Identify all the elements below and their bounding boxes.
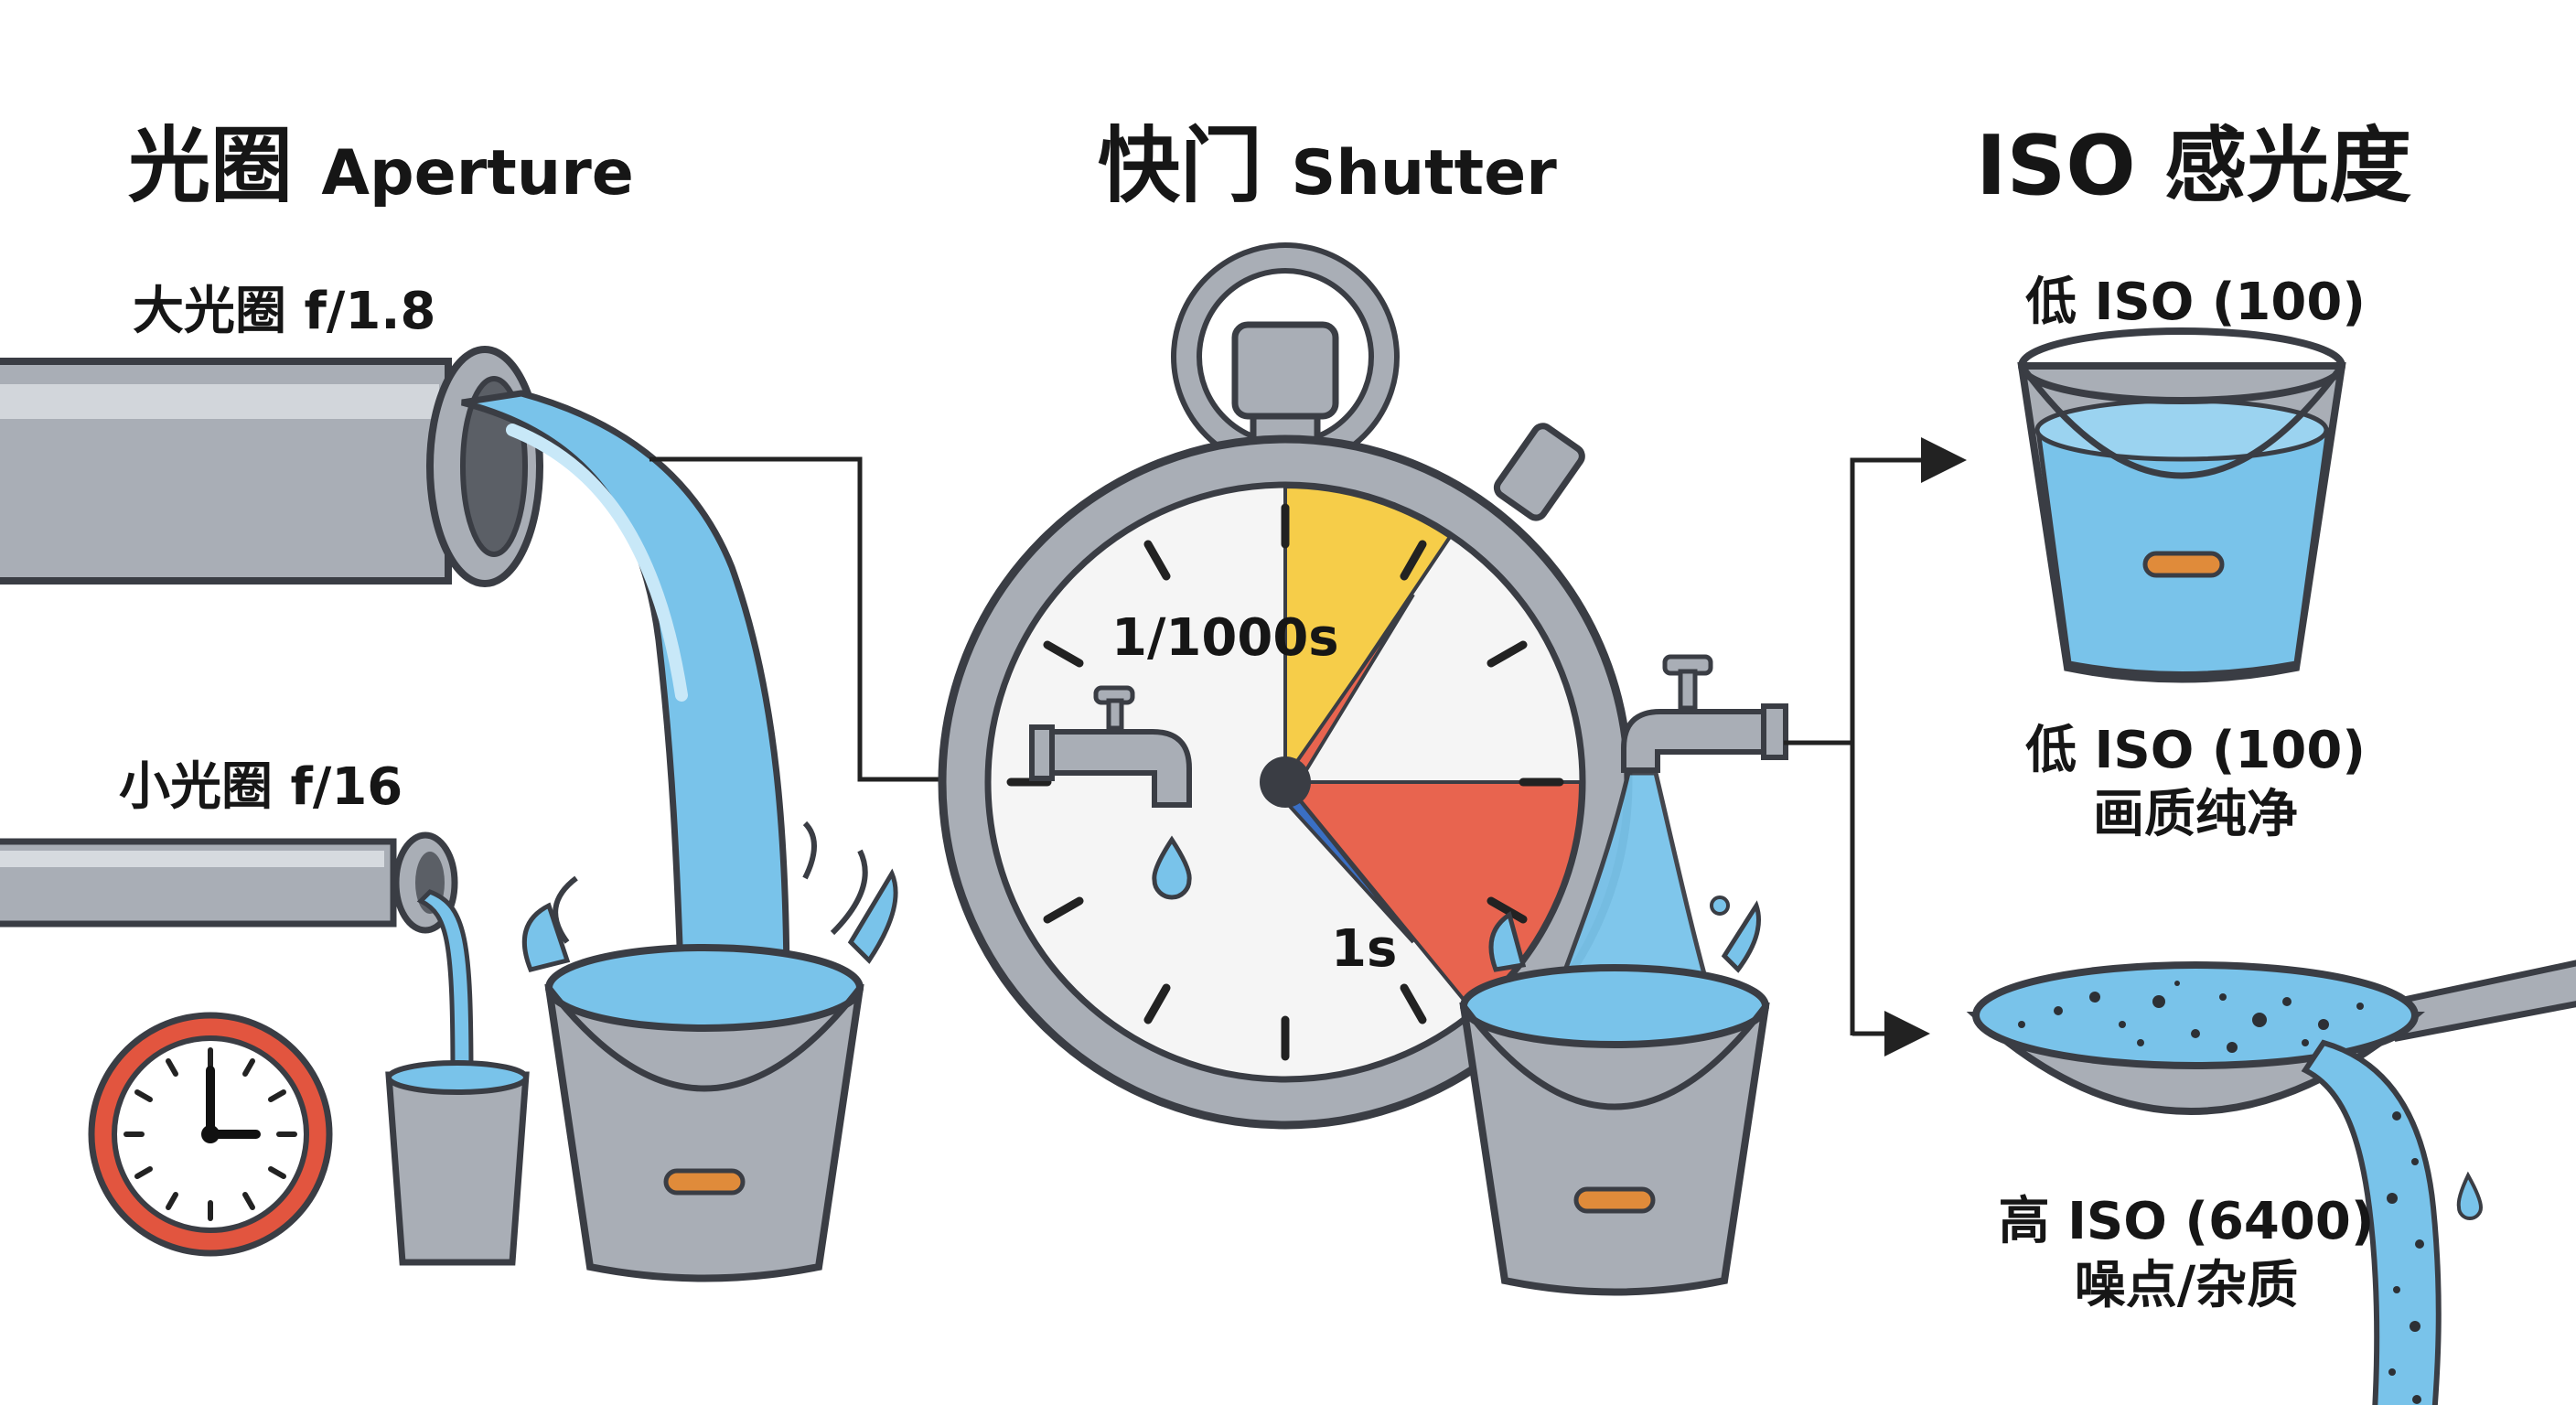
shutter-heading: 快门 Shutter <box>1098 99 1557 218</box>
clock-icon <box>88 1012 333 1257</box>
low-iso-title: 低 ISO (100) <box>2025 273 2366 332</box>
connector-line-left <box>649 456 951 782</box>
fast-shutter-label: 1/1000s <box>1111 608 1339 668</box>
low-iso-caption-line1: 低 ISO (100) <box>2025 721 2366 780</box>
shutter-bucket-icon <box>1459 896 1770 1296</box>
high-iso-caption-line1: 高 ISO (6400) <box>1998 1192 2375 1251</box>
faucet-icon <box>1029 685 1192 808</box>
strainer-icon <box>1966 960 2576 1115</box>
iso-heading: ISO 感光度 <box>1976 118 2412 214</box>
small-pipe-icon <box>0 831 458 934</box>
aperture-heading-en: Aperture <box>321 137 634 209</box>
small-aperture-label: 小光圈 f/16 <box>119 757 403 817</box>
slow-shutter-label: 1s <box>1331 919 1398 979</box>
noisy-water-stream <box>2301 1039 2442 1405</box>
water-drop-icon <box>2456 1171 2484 1220</box>
aperture-heading: 光圈 Aperture <box>128 99 634 218</box>
low-iso-caption-line2: 画质纯净 <box>2093 785 2298 844</box>
clean-bucket-icon <box>2017 327 2346 683</box>
shutter-heading-zh: 快门 <box>1098 118 1262 214</box>
large-pipe-icon <box>0 346 543 587</box>
shutter-heading-en: Shutter <box>1291 137 1557 209</box>
large-aperture-label: 大光圈 f/1.8 <box>133 282 436 341</box>
high-iso-caption-line2: 噪点/杂质 <box>2074 1256 2299 1315</box>
large-bucket-icon <box>521 820 898 1282</box>
aperture-heading-zh: 光圈 <box>128 118 293 214</box>
arrow-icon <box>1784 437 1967 1056</box>
faucet-icon <box>1621 654 1788 773</box>
water-drop-icon <box>1152 835 1192 900</box>
cup-icon <box>385 1060 530 1266</box>
